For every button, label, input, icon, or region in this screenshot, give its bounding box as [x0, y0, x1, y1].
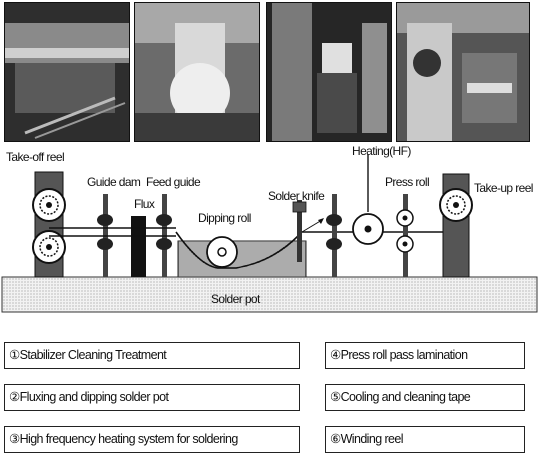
label-solder-pot: Solder pot: [211, 292, 260, 306]
guide-post-2: [332, 194, 337, 277]
photo-flux-station: [134, 2, 260, 142]
step-1-box: ①Stabilizer Cleaning Treatment: [4, 342, 300, 369]
heating-roll: [353, 154, 383, 244]
photo-heating-unit: [266, 2, 392, 142]
solder-pot: [2, 277, 537, 312]
take-off-reel-top: [33, 189, 65, 221]
step-3-box: ③High frequency heating system for solde…: [4, 426, 300, 453]
step-4-box: ④Press roll pass lamination: [325, 342, 525, 369]
dipping-roll: [207, 237, 237, 267]
step-2-box: ②Fluxing and dipping solder pot: [4, 384, 300, 411]
photo-take-up-reel: [396, 2, 530, 142]
flux-block: [131, 216, 146, 277]
process-schematic: [0, 140, 542, 320]
step-5-box: ⑤Cooling and cleaning tape: [325, 384, 525, 411]
photo-take-off-reel: [4, 2, 130, 142]
take-up-reel: [440, 189, 472, 221]
step-6-box: ⑥Winding reel: [325, 426, 525, 453]
